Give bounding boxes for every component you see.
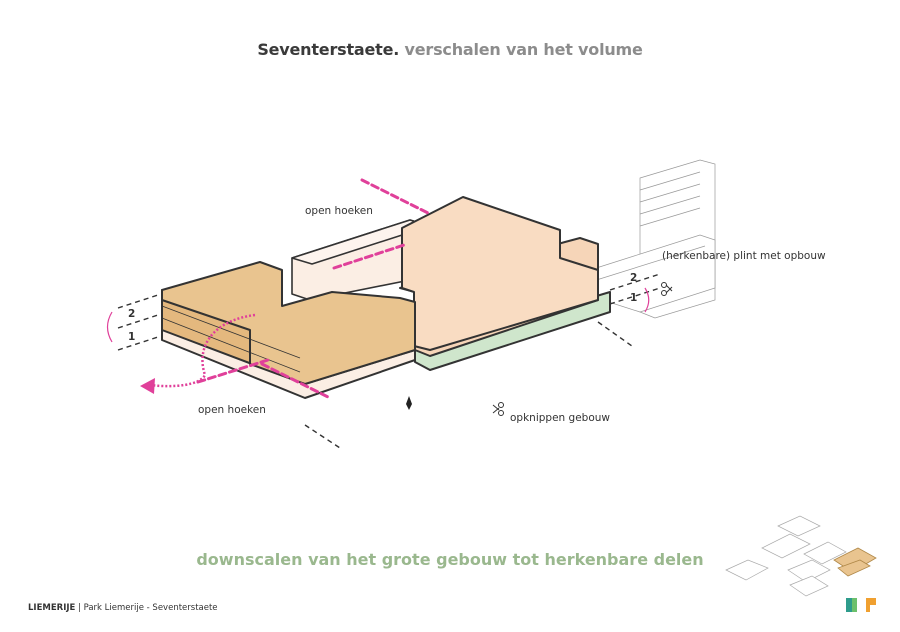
logo-icon [846, 598, 876, 612]
page-title: Seventerstaete. verschalen van het volum… [0, 40, 900, 59]
left-volume [161, 261, 416, 399]
north-arrow-icon [406, 396, 412, 410]
subtitle: downscalen van het grote gebouw tot herk… [196, 550, 704, 569]
label-open-hoeken-bottom: open hoeken [198, 404, 266, 416]
level-right-2: 2 [630, 272, 638, 284]
level-markers [106, 287, 650, 343]
label-plint: (herkenbare) plint met opbouw [662, 250, 826, 262]
level-left-1: 1 [128, 331, 136, 343]
footer-brand: LIEMERIJE [28, 603, 76, 613]
footer: LIEMERIJE | Park Liemerije - Seventersta… [28, 603, 218, 613]
right-volume [399, 196, 611, 371]
site-map-highlight [833, 547, 877, 577]
cut-lines [196, 178, 432, 400]
footer-separator: | [78, 603, 81, 613]
level-right-1: 1 [630, 292, 638, 304]
level-left-2: 2 [128, 308, 136, 320]
label-opknippen: opknippen gebouw [510, 412, 610, 424]
scissors-icon [492, 402, 504, 416]
context-building [589, 159, 716, 319]
site-map [725, 515, 847, 597]
label-open-hoeken-top: open hoeken [305, 205, 373, 217]
arrow-head [140, 378, 155, 394]
scissors-icon [661, 282, 673, 296]
footer-text: Park Liemerije - Seventerstaete [83, 603, 218, 613]
title-light: verschalen van het volume [404, 40, 643, 59]
guide-lines [117, 273, 661, 449]
title-bold: Seventerstaete. [257, 40, 400, 59]
